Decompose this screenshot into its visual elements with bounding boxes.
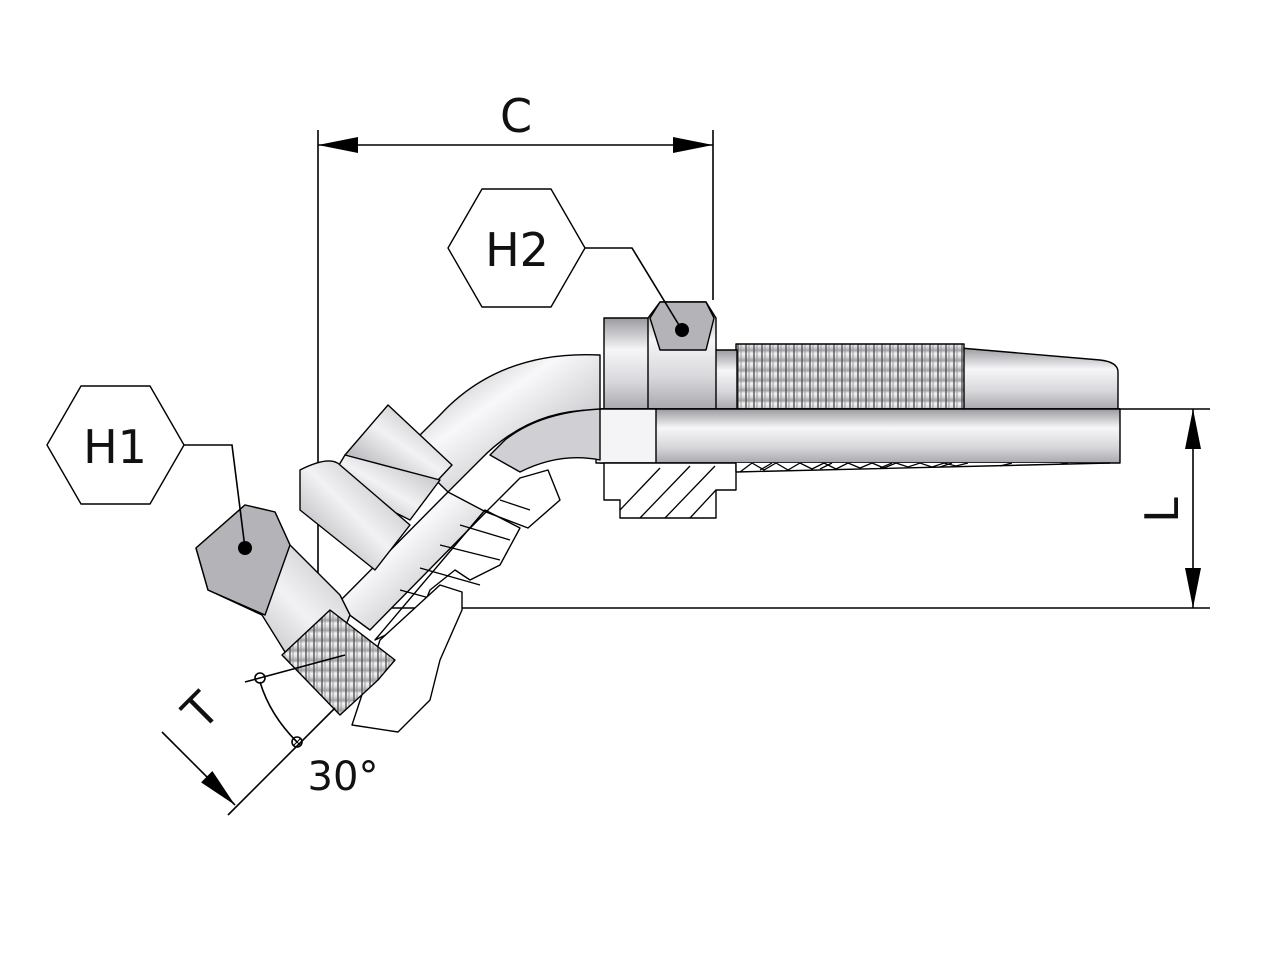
angle-point xyxy=(254,672,266,684)
extension-line-t xyxy=(227,707,336,816)
thread-teeth-section xyxy=(739,462,1069,473)
tail-taper xyxy=(959,347,1119,410)
middle-nut xyxy=(299,460,411,571)
dimension-line xyxy=(161,731,206,776)
leader-dot xyxy=(238,541,252,555)
nut-ring xyxy=(603,317,651,410)
angle-arc xyxy=(259,681,298,743)
leader-dot xyxy=(675,323,689,337)
label-angle: 30° xyxy=(308,754,379,800)
angle-30: 30° xyxy=(244,654,379,800)
label-h1: H1 xyxy=(83,420,147,474)
fitting-straight-body xyxy=(600,301,1120,410)
port-thread xyxy=(281,609,396,716)
collar xyxy=(714,349,738,410)
angle-point xyxy=(291,736,303,748)
label-l: L xyxy=(1135,497,1189,523)
angled-nuts xyxy=(195,404,453,716)
leader-h1 xyxy=(184,444,246,549)
angle-ref-line xyxy=(244,654,346,683)
label-t: T xyxy=(171,681,230,740)
leader-h2 xyxy=(585,247,683,331)
callout-h1: H1 xyxy=(46,385,252,555)
arrow-t xyxy=(201,771,236,806)
hex-face xyxy=(195,504,291,616)
label-c: C xyxy=(500,89,532,143)
callout-h2: H2 xyxy=(447,188,689,337)
dimension-l: L xyxy=(336,408,1210,609)
label-h2: H2 xyxy=(485,223,549,277)
inner-bore xyxy=(599,408,1121,464)
bent-tube xyxy=(335,353,601,733)
fitting-section xyxy=(595,408,1121,519)
hose-thread xyxy=(735,343,965,410)
